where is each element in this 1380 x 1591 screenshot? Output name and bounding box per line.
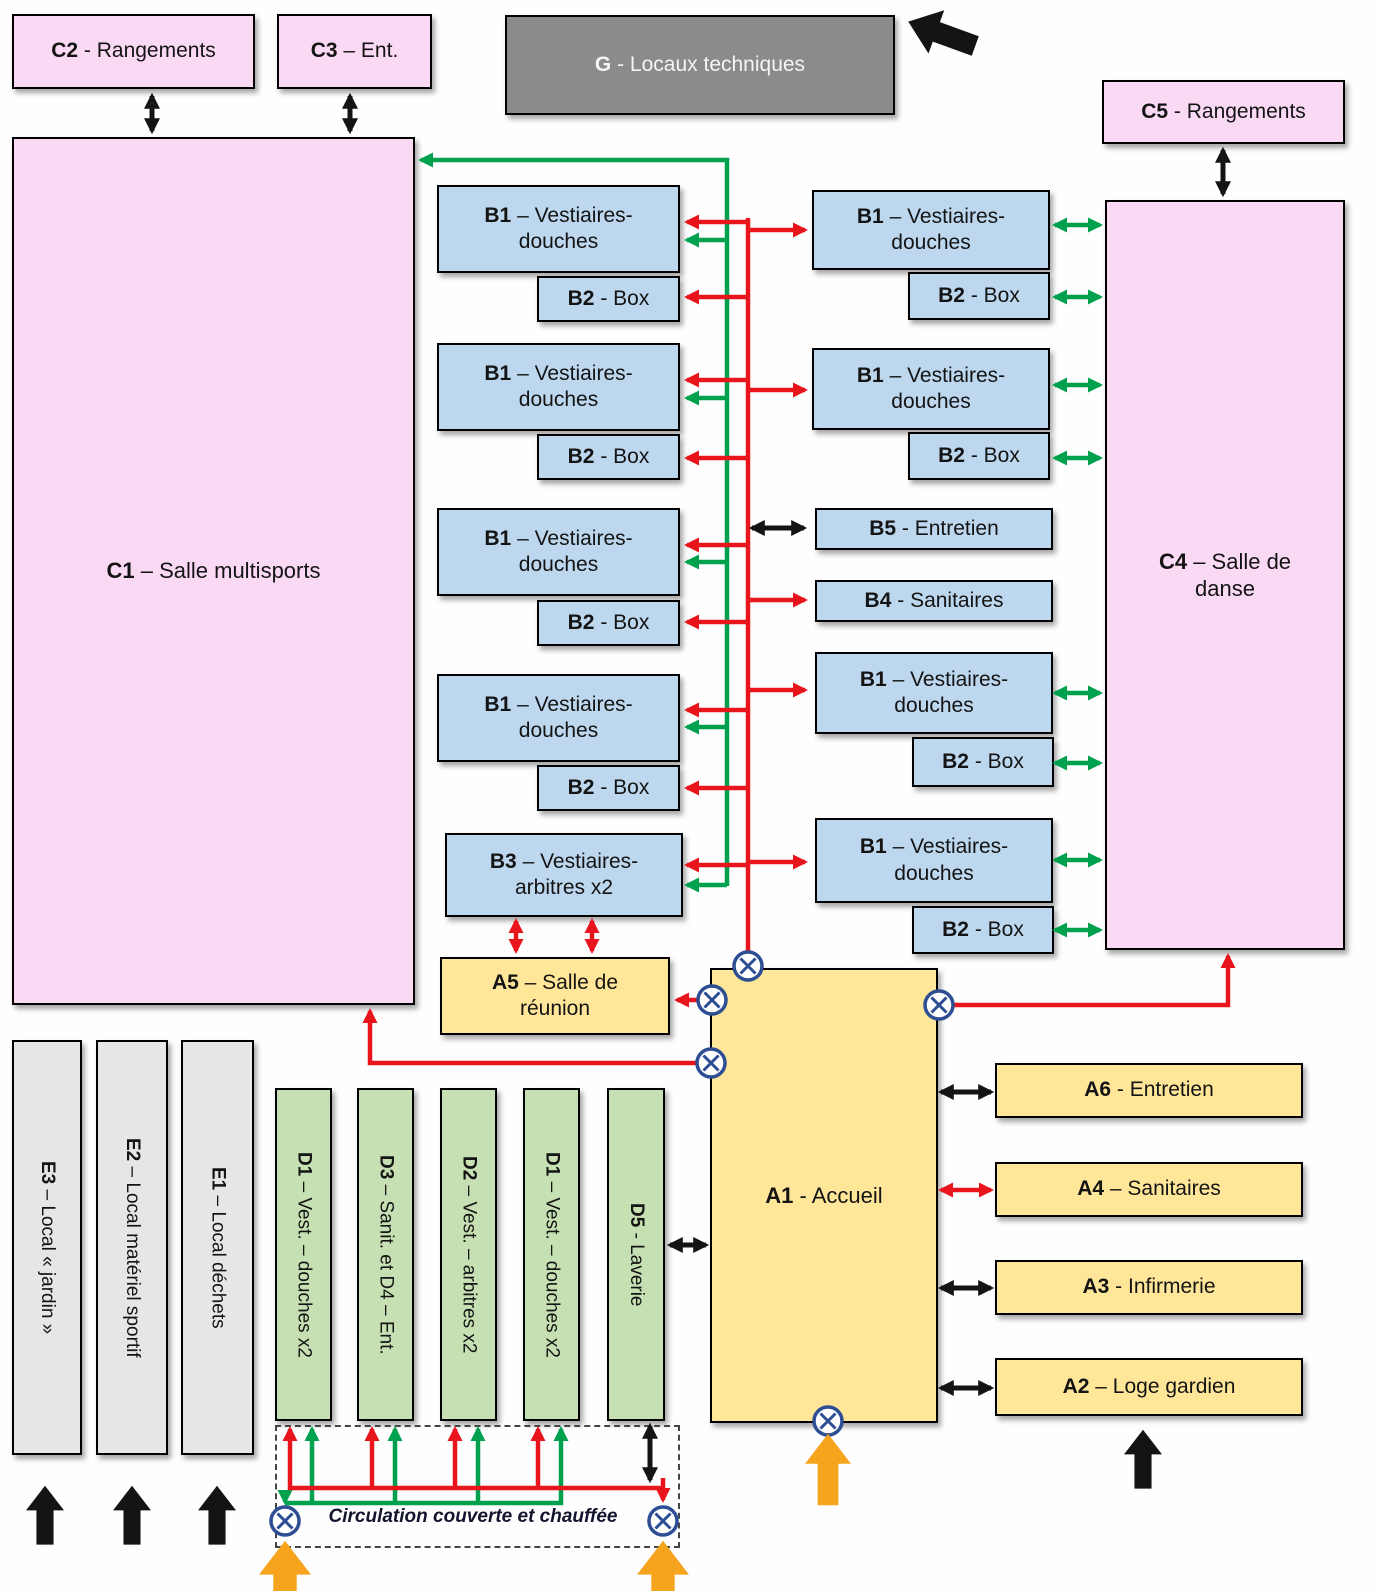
room-label: B2 - Box — [938, 443, 1020, 467]
room-label: D2 – Vest. – arbitres x2 — [458, 1155, 480, 1354]
room-c3-entretien: C3 – Ent. — [277, 14, 432, 89]
room-label: B2 - Box — [567, 775, 650, 799]
room-b1-left-2: B1 – Vestiaires-douches — [437, 343, 680, 431]
room-g-locaux-techniques: G - Locaux techniques — [505, 15, 895, 115]
room-label: A2 – Loge gardien — [1062, 1374, 1236, 1398]
room-label: B1 – Vestiaires-douches — [856, 204, 1006, 254]
room-label: A5 – Salle de réunion — [491, 970, 619, 1020]
room-b2-left-4: B2 - Box — [537, 765, 680, 811]
room-a4-sanitaires: A4 – Sanitaires — [995, 1162, 1303, 1217]
room-a2-loge-gardien: A2 – Loge gardien — [995, 1358, 1303, 1416]
room-label: G - Locaux techniques — [594, 52, 806, 76]
room-b1-left-1: B1 – Vestiaires-douches — [437, 185, 680, 273]
covered-circulation-zone — [275, 1425, 680, 1548]
room-label: B1 – Vestiaires-douches — [856, 363, 1006, 413]
room-label: A3 - Infirmerie — [1082, 1275, 1216, 1299]
room-label: E3 – Local « jardin » — [36, 1160, 58, 1335]
room-b2-right-2: B2 - Box — [908, 432, 1050, 480]
room-c4-salle-de-danse: C4 – Salle de danse — [1105, 200, 1345, 950]
room-d3-d4-sanitaires-entretien: D3 – Sanit. et D4 – Ent. — [357, 1088, 414, 1421]
black-entrance-arrow-e1 — [198, 1485, 236, 1545]
room-d1-vestiaires-douches-2: D1 – Vest. – douches x2 — [523, 1088, 580, 1421]
room-b2-right-1: B2 - Box — [908, 272, 1050, 320]
room-b1-right-4: B1 – Vestiaires-douches — [815, 818, 1053, 903]
room-label: B1 – Vestiaires-douches — [859, 835, 1009, 885]
room-d2-vestiaires-arbitres: D2 – Vest. – arbitres x2 — [440, 1088, 497, 1421]
room-label: D1 – Vest. – douches x2 — [293, 1151, 315, 1358]
room-label: C5 - Rangements — [1141, 99, 1306, 123]
room-label: B1 – Vestiaires-douches — [484, 526, 633, 576]
room-label: C4 – Salle de danse — [1158, 548, 1292, 602]
room-b1-left-4: B1 – Vestiaires-douches — [437, 674, 680, 762]
room-b1-right-3: B1 – Vestiaires-douches — [815, 652, 1053, 734]
room-label: B2 - Box — [567, 610, 650, 634]
room-b2-right-3: B2 - Box — [912, 737, 1054, 787]
room-b2-left-3: B2 - Box — [537, 600, 680, 646]
room-label: B2 - Box — [938, 283, 1020, 307]
room-b1-left-3: B1 – Vestiaires-douches — [437, 508, 680, 596]
room-c2-rangements: C2 - Rangements — [12, 14, 255, 89]
black-entrance-arrow-a2 — [1124, 1429, 1162, 1489]
room-b2-left-2: B2 - Box — [537, 434, 680, 480]
room-b1-right-2: B1 – Vestiaires-douches — [812, 348, 1050, 430]
room-e1-local-dechets: E1 – Local déchets — [181, 1040, 254, 1455]
room-label: A1 - Accueil — [765, 1182, 883, 1208]
room-label: E1 – Local déchets — [207, 1166, 229, 1329]
black-entrance-arrow-e3 — [26, 1485, 64, 1545]
room-label: B2 - Box — [942, 749, 1024, 773]
room-label: A6 - Entretien — [1084, 1078, 1214, 1102]
room-a6-entretien: A6 - Entretien — [995, 1063, 1303, 1118]
room-label: B5 - Entretien — [869, 516, 999, 540]
room-label: D3 – Sanit. et D4 – Ent. — [375, 1154, 397, 1355]
room-a1-accueil: A1 - Accueil — [710, 968, 938, 1423]
room-label: B1 – Vestiaires-douches — [859, 667, 1009, 717]
room-label: A4 – Sanitaires — [1077, 1177, 1221, 1201]
room-b4-sanitaires: B4 - Sanitaires — [815, 580, 1053, 622]
room-b5-entretien: B5 - Entretien — [815, 508, 1053, 550]
room-label: C1 – Salle multisports — [106, 558, 321, 584]
circulation-caption: Circulation couverte et chauffée — [328, 1506, 618, 1527]
room-e2-local-materiel-sportif: E2 – Local matériel sportif — [96, 1040, 168, 1455]
room-label: C3 – Ent. — [310, 39, 399, 63]
black-entrance-arrow-e2 — [113, 1485, 151, 1545]
room-label: B3 – Vestiaires-arbitres x2 — [489, 849, 639, 899]
black-exit-arrow-top — [900, 0, 984, 68]
room-label: B1 – Vestiaires-douches — [484, 203, 633, 253]
room-c5-rangements: C5 - Rangements — [1102, 80, 1345, 144]
room-label: E2 – Local matériel sportif — [121, 1137, 143, 1358]
room-label: B2 - Box — [942, 917, 1024, 941]
room-label: B4 - Sanitaires — [864, 588, 1004, 612]
room-d5-laverie: D5 - Laverie — [607, 1088, 665, 1421]
red-line-a1-c4 — [939, 953, 1236, 1008]
room-label: B2 - Box — [567, 286, 650, 310]
room-b1-right-1: B1 – Vestiaires-douches — [812, 190, 1050, 270]
room-b2-left-1: B2 - Box — [537, 276, 680, 322]
room-c1-salle-multisports: C1 – Salle multisports — [12, 137, 415, 1005]
room-a3-infirmerie: A3 - Infirmerie — [995, 1260, 1303, 1315]
orange-entrance-arrow-right — [637, 1540, 689, 1591]
room-b2-right-4: B2 - Box — [912, 906, 1054, 954]
room-label: D5 - Laverie — [625, 1202, 647, 1307]
orange-entrance-arrow-a1 — [805, 1433, 851, 1506]
room-e3-local-jardin: E3 – Local « jardin » — [12, 1040, 82, 1455]
room-b3-vestiaires-arbitres: B3 – Vestiaires-arbitres x2 — [445, 833, 683, 917]
room-label: D1 – Vest. – douches x2 — [541, 1151, 563, 1358]
room-d1-vestiaires-douches-1: D1 – Vest. – douches x2 — [275, 1088, 332, 1421]
room-label: B2 - Box — [567, 444, 650, 468]
orange-entrance-arrow-left — [259, 1540, 311, 1591]
room-label: C2 - Rangements — [51, 39, 216, 63]
room-label: B1 – Vestiaires-douches — [484, 361, 633, 411]
room-a5-salle-de-reunion: A5 – Salle de réunion — [440, 957, 670, 1035]
room-label: B1 – Vestiaires-douches — [484, 692, 633, 742]
